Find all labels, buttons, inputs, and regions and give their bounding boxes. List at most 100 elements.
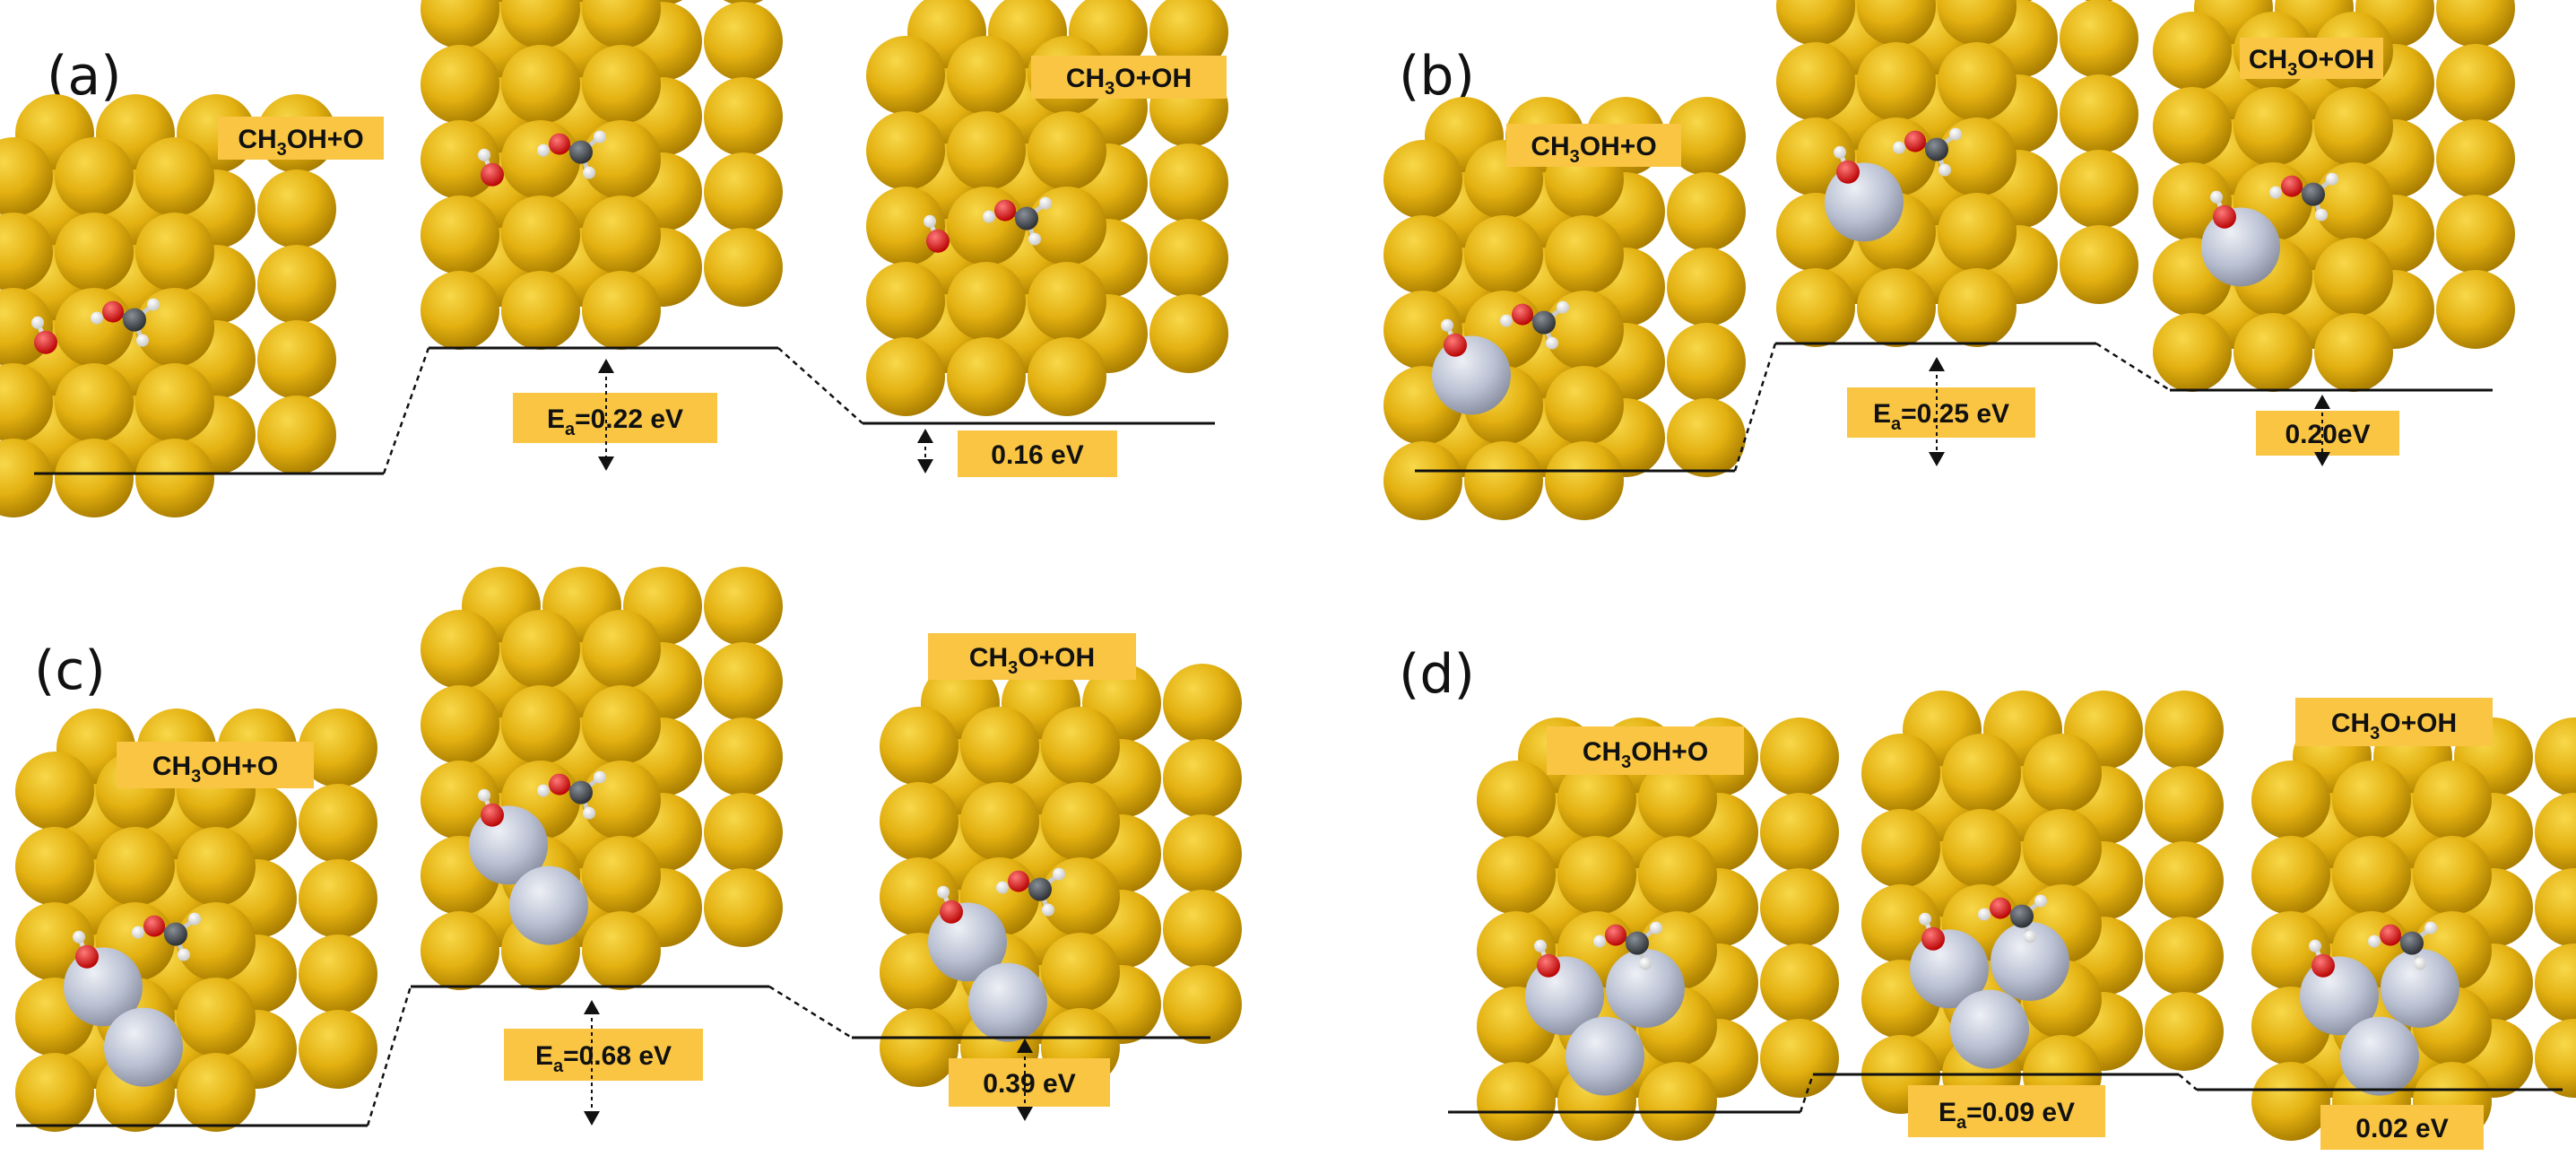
reaction-energy-label-text: 0.02 eV	[2355, 1114, 2448, 1143]
carbon-atom	[2302, 182, 2325, 206]
oxygen-atom	[1512, 303, 1533, 326]
final-state-label: CH3O+OH	[928, 633, 1136, 680]
gold-atom	[2023, 734, 2102, 813]
gold-atom	[880, 782, 958, 861]
hydrogen-atom	[2424, 921, 2437, 935]
gold-atom	[582, 271, 661, 350]
initial-state-label-text: CH3OH+O	[152, 752, 278, 787]
gold-atom	[704, 567, 783, 646]
gold-atom	[2145, 766, 2224, 845]
gold-atom	[1638, 761, 1717, 839]
gold-atom	[257, 245, 336, 324]
gold-atom	[421, 196, 499, 274]
gold-atom	[2413, 836, 2492, 915]
gold-atom	[501, 610, 580, 689]
gold-atom	[55, 288, 134, 367]
hydrogen-atom	[1441, 318, 1453, 332]
gold-atom	[582, 761, 661, 839]
atom-cluster-1-initial	[1383, 97, 1746, 520]
connector-line	[777, 347, 863, 424]
gold-atom	[1857, 42, 1936, 121]
connector-line	[366, 986, 412, 1126]
activation-energy-label-box	[513, 393, 717, 443]
hydrogen-atom	[1546, 336, 1558, 350]
atom-cluster-0-initial	[0, 94, 336, 517]
reaction-energy-label-text: 0.39 eV	[983, 1069, 1075, 1099]
hydrogen-atom	[2210, 190, 2223, 204]
reaction-energy-label-box	[2320, 1105, 2484, 1150]
gold-atom	[1464, 215, 1543, 294]
gold-atom	[2251, 836, 2330, 915]
gold-atom	[1028, 262, 1106, 341]
hydrogen-atom	[1919, 912, 1931, 926]
gold-atom	[582, 196, 661, 274]
gold-atom	[1149, 294, 1228, 373]
initial-state-label: CH3OH+O	[1506, 124, 1681, 167]
atom-cluster-0-final	[866, 0, 1228, 416]
oxygen-atom	[143, 915, 165, 937]
atom-cluster-3-final	[2251, 717, 2576, 1141]
hydrogen-atom	[188, 912, 201, 926]
gold-atom	[1760, 943, 1839, 1022]
gold-atom	[1638, 836, 1717, 915]
gold-atom	[582, 685, 661, 764]
oxygen-atom	[1904, 130, 1926, 152]
gold-atom	[1760, 793, 1839, 872]
gold-atom	[1477, 836, 1556, 915]
gold-atom	[1383, 215, 1462, 294]
atom-cluster-1-final	[2153, 0, 2515, 392]
initial-state-label: CH3OH+O	[1547, 726, 1744, 775]
gold-atom	[1477, 1062, 1556, 1141]
initial-state-label-text: CH3OH+O	[1583, 737, 1708, 772]
hydrogen-atom	[1053, 867, 1065, 881]
gold-atom	[2233, 313, 2312, 392]
gold-atom	[2436, 195, 2515, 274]
carbon-atom	[569, 780, 593, 804]
gold-atom	[2436, 0, 2515, 48]
final-state-label-text: CH3O+OH	[969, 643, 1095, 678]
oxygen-atom	[2281, 175, 2303, 197]
gold-atom	[1028, 337, 1106, 416]
gold-atom	[704, 793, 783, 872]
gold-atom	[1545, 441, 1624, 520]
gold-atom	[2535, 793, 2576, 872]
gold-atom	[2535, 1019, 2576, 1098]
final-state-label-text: CH3O+OH	[2331, 709, 2457, 743]
gold-atom	[947, 187, 1026, 265]
activation-energy-label-text: Ea=0.22 eV	[547, 404, 683, 439]
reaction-energy-label: 0.20eV	[2256, 411, 2399, 456]
gold-atom	[1545, 291, 1624, 369]
gold-atom	[1938, 117, 2017, 196]
gold-atom	[1557, 761, 1636, 839]
reaction-energy-arrow	[2314, 395, 2330, 466]
oxygen-atom	[102, 300, 124, 323]
gold-atom	[135, 137, 214, 216]
gold-atom	[2145, 917, 2224, 995]
gold-atom	[96, 827, 175, 906]
hydrogen-atom	[132, 926, 144, 939]
gold-atom	[1163, 739, 1242, 818]
hydrogen-atom	[537, 143, 550, 157]
dopant-atom	[1991, 922, 2069, 1001]
gold-atom	[1776, 0, 1855, 46]
gold-atom	[299, 1010, 377, 1089]
gold-atom	[1545, 366, 1624, 445]
carbon-atom	[1028, 877, 1052, 901]
gold-atom	[1938, 193, 2017, 272]
gold-atom	[2535, 868, 2576, 947]
oxygen-atom	[2380, 924, 2401, 946]
oxygen-atom	[481, 803, 504, 827]
dopant-atom	[2201, 207, 2280, 287]
gold-atom	[2332, 761, 2411, 839]
reaction-energy-label-box	[958, 430, 1117, 477]
activation-energy-label: Ea=0.68 eV	[504, 1029, 703, 1081]
final-state-label-box	[1031, 56, 1227, 99]
hydrogen-atom	[1650, 921, 1662, 935]
gold-atom	[960, 782, 1039, 861]
gold-atom	[2233, 87, 2312, 166]
gold-atom	[135, 439, 214, 517]
final-state-label-text: CH3O+OH	[2249, 45, 2374, 80]
gold-atom	[866, 262, 945, 341]
carbon-atom	[123, 308, 146, 332]
gold-atom	[866, 187, 945, 265]
